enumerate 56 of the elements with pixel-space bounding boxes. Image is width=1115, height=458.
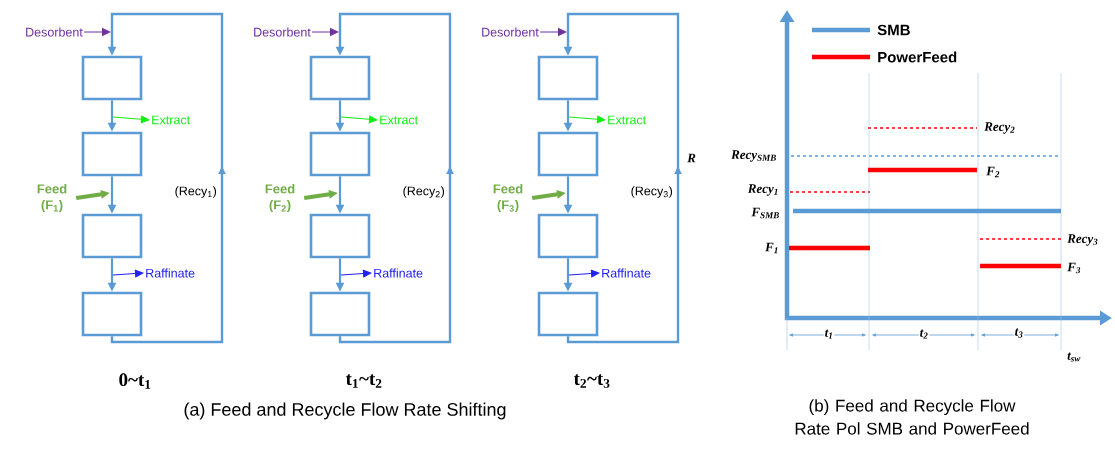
arrow	[340, 115, 378, 124]
edge-label: (Recy$_{2}$)	[401, 185, 446, 199]
caption: (a) Feed and Recycle Flow Rate Shifting	[184, 402, 506, 420]
time-label: t$_{2}$~t$_{3}$	[573, 374, 610, 388]
time-label: t$_{1}$~t$_{2}$	[345, 374, 382, 388]
column-box	[81, 131, 143, 177]
column-box	[81, 213, 143, 259]
axis-label: Recy$_{SMB}$	[731, 150, 776, 162]
axis-label: F$_{3}$	[1067, 262, 1081, 274]
axis-label: Recy$_{3}$	[1067, 234, 1098, 246]
flow-label: Raffinate	[146, 268, 195, 278]
axis-label: F$_{SMB}$	[751, 207, 779, 219]
flow-label: Raffinate	[602, 268, 651, 278]
legend-label: PowerFeed	[878, 51, 957, 63]
flow-label: Feed (F$_{2}$)	[265, 183, 295, 213]
flow-label: Desorbent	[482, 27, 539, 37]
edge-label: (Recy$_{3}$)	[629, 185, 674, 199]
edge-label: (Recy$_{1}$)	[173, 185, 218, 199]
legend-label: SMB	[877, 24, 910, 36]
arrow	[311, 28, 339, 36]
flow-label: Extract	[380, 115, 418, 125]
arrow	[539, 28, 567, 36]
flow-label: Extract	[608, 115, 646, 125]
arrow	[568, 269, 600, 278]
axis-label: t$_{3}$	[1013, 327, 1025, 339]
arrow	[568, 115, 606, 124]
flow-label: Raffinate	[374, 268, 423, 278]
flow-label: Desorbent	[26, 27, 83, 37]
axis-label: t$_{1}$	[823, 328, 835, 340]
arrow	[112, 115, 150, 124]
arrow	[112, 269, 144, 278]
axis-label: t$_{sw}$	[1067, 352, 1081, 362]
flow-label: Desorbent	[254, 27, 311, 37]
column-box	[309, 213, 371, 259]
column-box	[81, 291, 143, 337]
flow-label: Feed (F$_{3}$)	[493, 183, 523, 213]
column-box	[309, 131, 371, 177]
column-box	[537, 131, 599, 177]
flow-label: Extract	[152, 115, 190, 125]
axis-label: Recy$_{1}$	[747, 184, 778, 196]
flow-label: Feed (F$_{1}$)	[37, 183, 67, 213]
column-box	[537, 213, 599, 259]
arrow	[340, 269, 372, 278]
axis-label: Recy$_{2}$	[984, 122, 1015, 134]
column-box	[537, 55, 599, 101]
column-box	[309, 55, 371, 101]
caption: (b) Feed and Recycle Flow Rate Pol SMB and PowerFeed	[795, 399, 1029, 435]
arrow	[83, 28, 111, 36]
column-box	[81, 55, 143, 101]
axis-label: F$_{2}$	[986, 166, 1000, 178]
column-box	[537, 291, 599, 337]
axis-label: t$_{2}$	[918, 328, 930, 340]
axis-label: F$_{1}$	[765, 242, 778, 254]
axis-label: R	[687, 153, 696, 163]
time-label: 0~t$_{1}$	[119, 373, 151, 389]
column-box	[309, 291, 371, 337]
